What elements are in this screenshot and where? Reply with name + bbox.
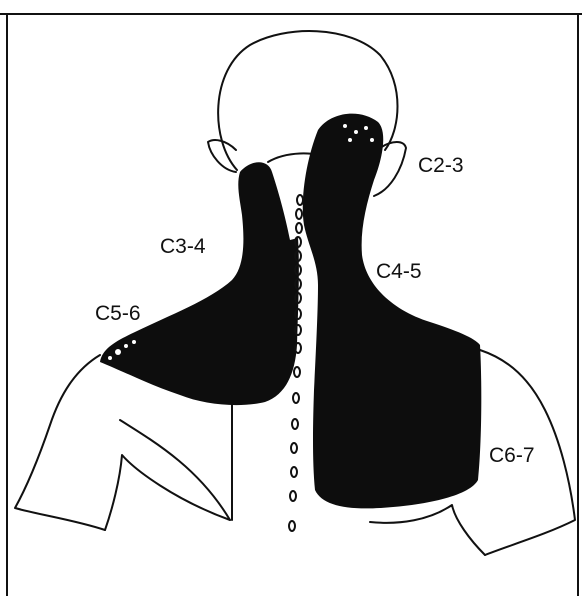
spinous-process: [293, 393, 299, 403]
spinous-process: [296, 209, 302, 219]
spinous-process: [289, 521, 295, 531]
left-shoulder-outline: [15, 355, 105, 530]
left-armpit-line: [120, 420, 230, 520]
spinous-process: [292, 419, 298, 429]
label-c2-3: C2-3: [418, 154, 464, 177]
spinous-process: [290, 491, 296, 501]
spinous-process: [297, 195, 303, 205]
spinous-process: [295, 325, 301, 335]
right-arm-inner: [370, 505, 485, 555]
spinous-process: [294, 367, 300, 377]
zone-c3-4-c5-6: [100, 162, 299, 405]
spinous-process: [295, 343, 301, 353]
label-c4-5: C4-5: [376, 260, 422, 283]
left-ear: [208, 140, 236, 172]
label-c6-7: C6-7: [489, 444, 535, 467]
spinous-process: [296, 223, 302, 233]
spinous-process: [291, 443, 297, 453]
label-c5-6: C5-6: [95, 302, 141, 325]
spinous-process: [291, 467, 297, 477]
label-c3-4: C3-4: [160, 235, 206, 258]
